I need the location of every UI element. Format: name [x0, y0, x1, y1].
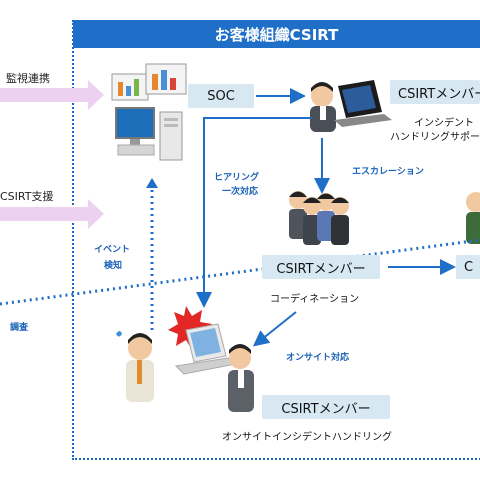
- right-partial-person-icon: [466, 192, 480, 244]
- csirt-member-top-person-icon: [310, 82, 336, 132]
- onsite-arrow: [252, 311, 297, 347]
- csirt-team-people-icon: [289, 191, 349, 245]
- monitoring-computers-icon: [111, 63, 187, 161]
- monitoring-link-label: 監視連携: [6, 72, 50, 85]
- laptop-icon: [334, 80, 392, 127]
- investigation-dotted-line: [0, 238, 480, 306]
- coordination-caption: コーディネーション: [270, 294, 360, 305]
- event-detection-label-line1: イベント: [94, 245, 131, 255]
- monitoring-link-arrow: [0, 80, 104, 110]
- csirt-member-center-box: CSIRTメンバー: [262, 255, 380, 279]
- soc-box: SOC: [188, 84, 254, 108]
- event-detection-label-line2: 検知: [104, 261, 123, 271]
- incident-support-caption-line1: インシデント: [414, 118, 474, 129]
- hearing-label-line2: 一次対応: [222, 187, 259, 197]
- csirt-member-top-box: CSIRTメンバー: [390, 80, 480, 104]
- event-detecting-person-icon: [116, 331, 154, 402]
- onsite-handling-caption: オンサイトインシデントハンドリング: [222, 432, 392, 443]
- csirt-support-arrow: [0, 199, 104, 229]
- csirt-support-label: CSIRT支援: [0, 190, 54, 203]
- incident-support-caption-line2: ハンドリングサポート: [390, 132, 480, 143]
- onsite-member-person-icon: [228, 344, 254, 412]
- onsite-response-label: オンサイト対応: [286, 353, 350, 363]
- hearing-label-line1: ヒアリング: [214, 173, 260, 183]
- organization-title: お客様組織CSIRT: [73, 20, 480, 48]
- hearing-arrow: [196, 117, 312, 308]
- escalation-label: エスカレーション: [352, 167, 424, 177]
- csirt-member-bottom-box: CSIRTメンバー: [262, 395, 390, 419]
- investigation-label: 調査: [10, 323, 29, 333]
- right-partial-box: C: [456, 255, 480, 279]
- incident-laptop-icon: [174, 323, 238, 375]
